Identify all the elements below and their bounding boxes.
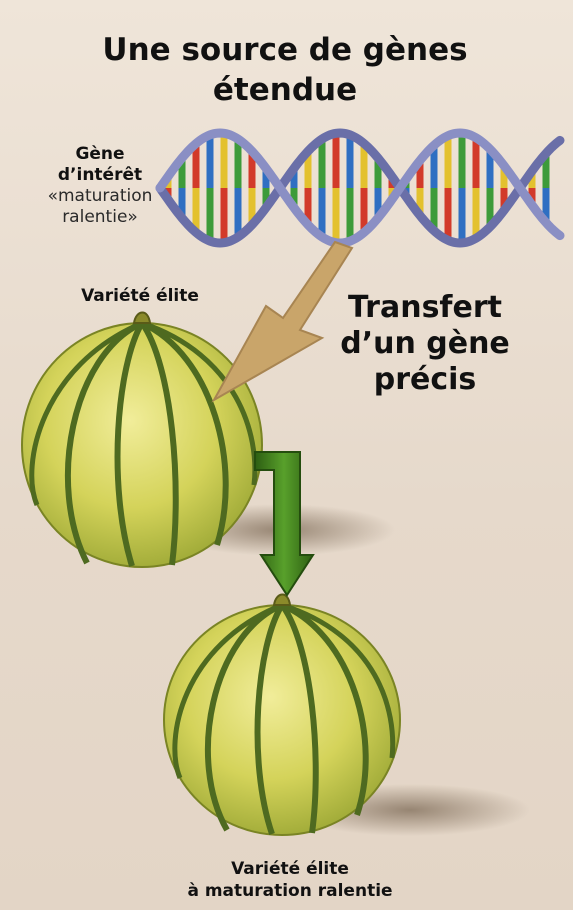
transfer-label-line-3: précis (315, 362, 535, 398)
result-variety-label: Variété élite à maturation ralentie (140, 858, 440, 902)
gene-label-line-4: ralentie» (30, 207, 170, 228)
gene-label-line-1: Gène (30, 144, 170, 165)
dna-helix-icon (160, 133, 560, 243)
melon-icon (22, 312, 262, 567)
diagram-title: Une source de gènes étendue (70, 30, 500, 110)
gene-label-line-3: «maturation (30, 186, 170, 207)
elite-variety-label: Variété élite (40, 286, 240, 306)
result-label-line-2: à maturation ralentie (140, 880, 440, 902)
gene-of-interest-label: Gène d’intérêt «maturation ralentie» (30, 144, 170, 228)
title-line-2: étendue (70, 70, 500, 110)
title-line-1: Une source de gènes (70, 30, 500, 70)
melon-icon (164, 594, 400, 835)
result-label-line-1: Variété élite (140, 858, 440, 880)
transfer-label-line-1: Transfert (315, 290, 535, 326)
transfer-label-line-2: d’un gène (315, 326, 535, 362)
gene-transfer-label: Transfert d’un gène précis (315, 290, 535, 398)
gene-label-line-2: d’intérêt (30, 165, 170, 186)
